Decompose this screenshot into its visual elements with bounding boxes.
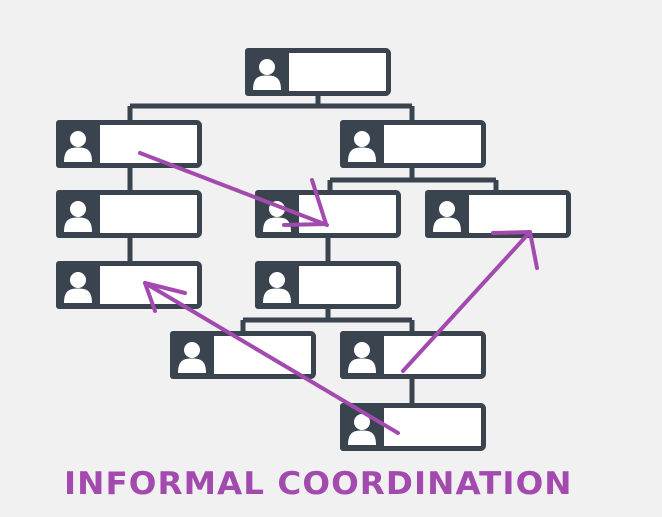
arrow-icon	[401, 230, 539, 373]
person-icon	[64, 201, 92, 232]
person-icon	[348, 414, 376, 445]
arrow-shaft	[143, 281, 400, 435]
arrow-icon	[138, 151, 329, 227]
arrow-shaft	[138, 151, 329, 227]
person-icon	[253, 59, 281, 90]
person-icon	[263, 272, 291, 303]
org-box	[340, 120, 486, 168]
person-icon	[64, 131, 92, 162]
org-box	[170, 331, 316, 379]
arrow-head	[491, 230, 539, 270]
coordination-arrows	[138, 151, 539, 435]
arrow-icon	[143, 281, 400, 435]
org-box	[340, 331, 486, 379]
arrow-shaft	[401, 230, 532, 373]
connector-mid-bottom	[240, 309, 415, 331]
diagram-caption: INFORMAL COORDINATION	[64, 466, 573, 502]
org-box	[255, 261, 401, 309]
org-box	[255, 190, 401, 238]
org-boxes	[56, 48, 571, 451]
org-box	[245, 48, 391, 96]
arrow-head	[143, 281, 187, 313]
org-box	[56, 120, 202, 168]
org-box	[340, 403, 486, 451]
hierarchy-connectors	[127, 96, 499, 403]
connector-mid-right	[327, 168, 499, 190]
person-icon	[178, 342, 206, 373]
person-icon	[64, 272, 92, 303]
person-icon	[348, 131, 376, 162]
person-icon	[433, 201, 461, 232]
person-icon	[348, 342, 376, 373]
org-box	[56, 190, 202, 238]
arrow-head	[282, 178, 328, 227]
org-box	[425, 190, 571, 238]
connector-top	[127, 96, 415, 120]
